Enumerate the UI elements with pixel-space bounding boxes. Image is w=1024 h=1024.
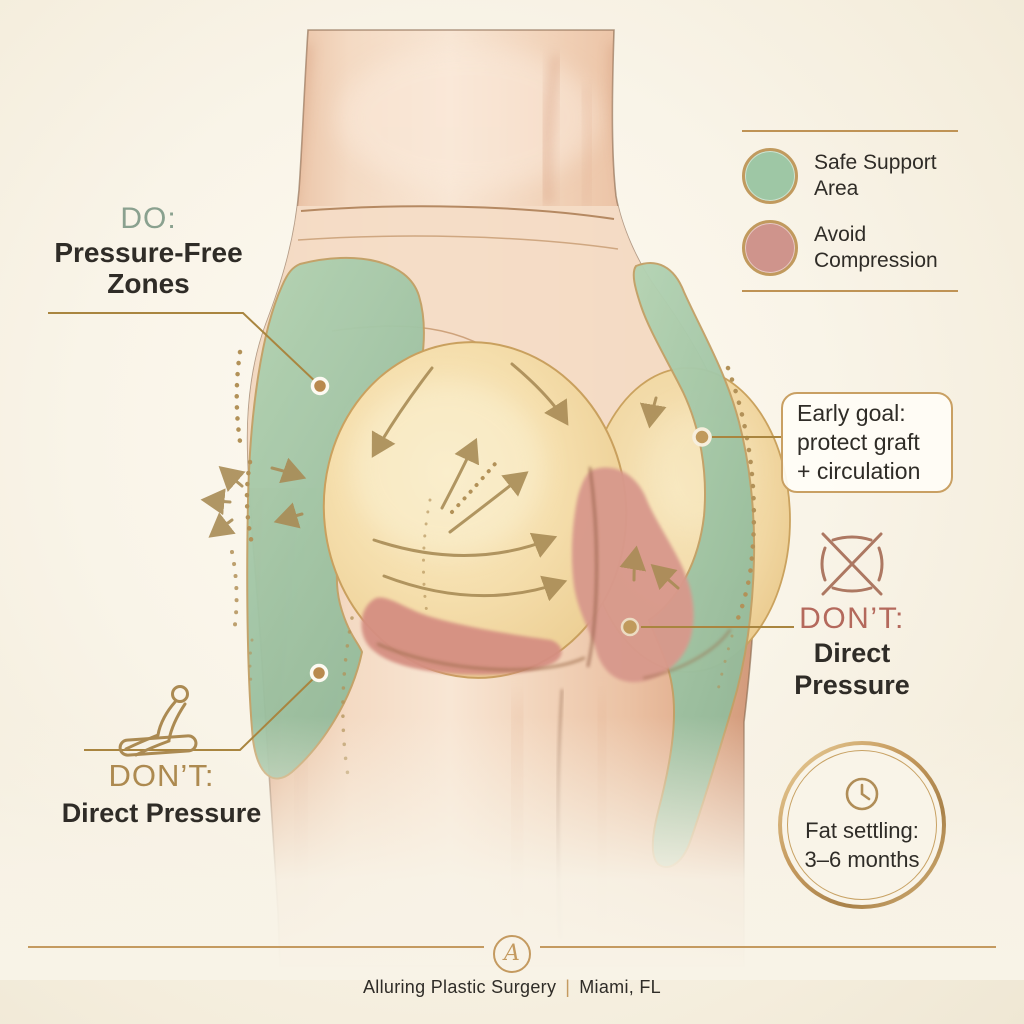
avoid-compression-swatch [742,220,798,276]
dont-left-title: DON’T: [108,758,215,793]
annotation-anchor-dots [309,376,712,683]
dont-right-title: DON’T: [799,602,905,635]
brand-name: Alluring Plastic Surgery [363,977,557,997]
annotation-leaders [48,312,794,751]
legend: Safe Support Area Avoid Compression [742,130,958,292]
safe-support-swatch [742,148,798,204]
fat-settling-badge: Fat settling: 3–6 months [778,741,946,909]
dont-right-line: Pressure [794,669,910,700]
footer-rule-left [28,946,484,948]
graft-direction-arrows [200,362,680,602]
do-line: Zones [107,267,190,299]
legend-item-avoid-compression: Avoid Compression [742,220,958,276]
do-pressure-free-label: DO: Pressure-Free Zones [26,202,271,299]
reclining-person-icon [118,685,198,757]
monogram-a-logo: A [493,935,531,973]
legend-rule-top [742,130,958,132]
brand-location: Miami, FL [579,977,661,997]
brand-separator: | [565,977,571,997]
early-goal-line: + circulation [797,457,921,484]
legend-label: Avoid Compression [814,223,938,273]
early-goal-line: Early goal: [797,400,906,426]
legend-label: Safe Support Area [814,151,937,201]
early-goal-callout: Early goal: protect graft + circulation [781,392,953,493]
early-goal-line: protect graft [797,428,920,455]
dont-direct-pressure-right-label: DON’T: Direct Pressure [770,532,934,701]
do-title: DO: [120,202,177,235]
badge-inner-ring [787,750,937,900]
legend-item-safe-support: Safe Support Area [742,148,958,204]
do-line: Pressure-Free [54,236,243,268]
crossed-circle-icon [820,532,884,596]
footer-brand-line: Alluring Plastic Surgery | Miami, FL [0,977,1024,998]
dont-left-line: Direct Pressure [61,797,262,828]
dont-direct-pressure-left-label: DON’T: Direct Pressure [40,758,283,830]
legend-rule-bottom [742,290,958,292]
footer-rule-right [540,946,996,948]
dont-right-line: Direct [813,637,891,668]
fat-settling-badge-inner: Fat settling: 3–6 months [782,745,942,905]
